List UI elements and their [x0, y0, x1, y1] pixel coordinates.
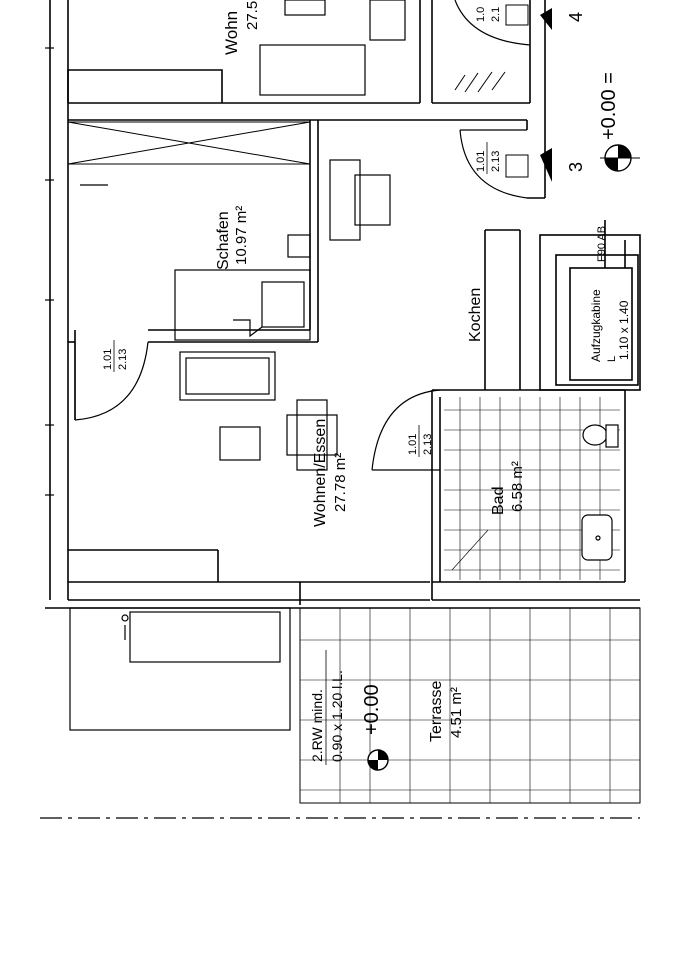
stair-4-label: 4 [566, 12, 586, 22]
elevator-name: Aufzugkabine [589, 289, 603, 362]
elevator-dims: 1.10 x 1.40 [617, 300, 631, 360]
door-1-den: 2.13 [117, 349, 129, 370]
misc-labels: +0.00 = +0.00 2.RW mind. 0.90 x 1.20 l.L… [309, 12, 620, 765]
door-5-den: 2.1 [490, 7, 502, 22]
door-3-num: 1.01 [475, 151, 487, 172]
walls [45, 0, 641, 609]
room-schlafen-name: Schafen [215, 211, 232, 270]
terrace-grid [299, 607, 641, 804]
room-wohnen-essen-area: 27.78 m² [332, 453, 349, 512]
rw-line-2: 0.90 x 1.20 l.L. [329, 670, 345, 762]
wardrobe [67, 121, 311, 165]
bath-tiles [444, 397, 620, 580]
room-terrasse-area: 4.51 m² [448, 687, 465, 738]
level-marker-main [600, 144, 640, 172]
room-labels: Wohn 27.5 Schafen 10.97 m² Wohnen/Essen … [215, 1, 631, 742]
door-5-num: 1.0 [475, 7, 487, 22]
room-bad-name: Bad [490, 487, 507, 515]
room-wohnen-essen-name: Wohnen/Essen [312, 419, 329, 527]
stair-3-label: 3 [566, 162, 586, 172]
room-schlafen-area: 10.97 m² [233, 206, 250, 265]
level-terrace-label: +0.00 [361, 684, 383, 735]
stair-arrows [540, 8, 552, 182]
elevator-sub: L [606, 356, 618, 362]
door-2-den: 2.13 [422, 434, 434, 455]
room-bad-area: 6.58 m² [509, 461, 526, 512]
room-wohnen-top-area: 27.5 [244, 1, 261, 30]
bath-fixtures [581, 424, 619, 561]
door-1-num: 1.01 [102, 349, 114, 370]
wheelchair-icon [505, 4, 529, 178]
room-wohnen-top-name: Wohn [222, 11, 241, 55]
doors [74, 0, 531, 471]
window-marks [45, 47, 108, 496]
stair-hatch [454, 71, 506, 93]
door-2-num: 1.01 [407, 434, 419, 455]
door-labels: 1.01 2.13 1.01 2.13 1.01 2.13 1.0 2.1 [102, 7, 502, 457]
rw-line-1: 2.RW mind. [309, 689, 325, 762]
elevator-fire-rating: F90 AB [596, 226, 608, 262]
room-kochen-name: Kochen [467, 288, 484, 342]
door-3-den: 2.13 [490, 151, 502, 172]
balcony [69, 607, 291, 731]
furniture-chairs [179, 0, 406, 471]
level-marker-terrace [367, 749, 389, 771]
bed [174, 234, 311, 341]
level-main-label: +0.00 = [598, 72, 620, 140]
room-terrasse-name: Terrasse [428, 681, 445, 742]
